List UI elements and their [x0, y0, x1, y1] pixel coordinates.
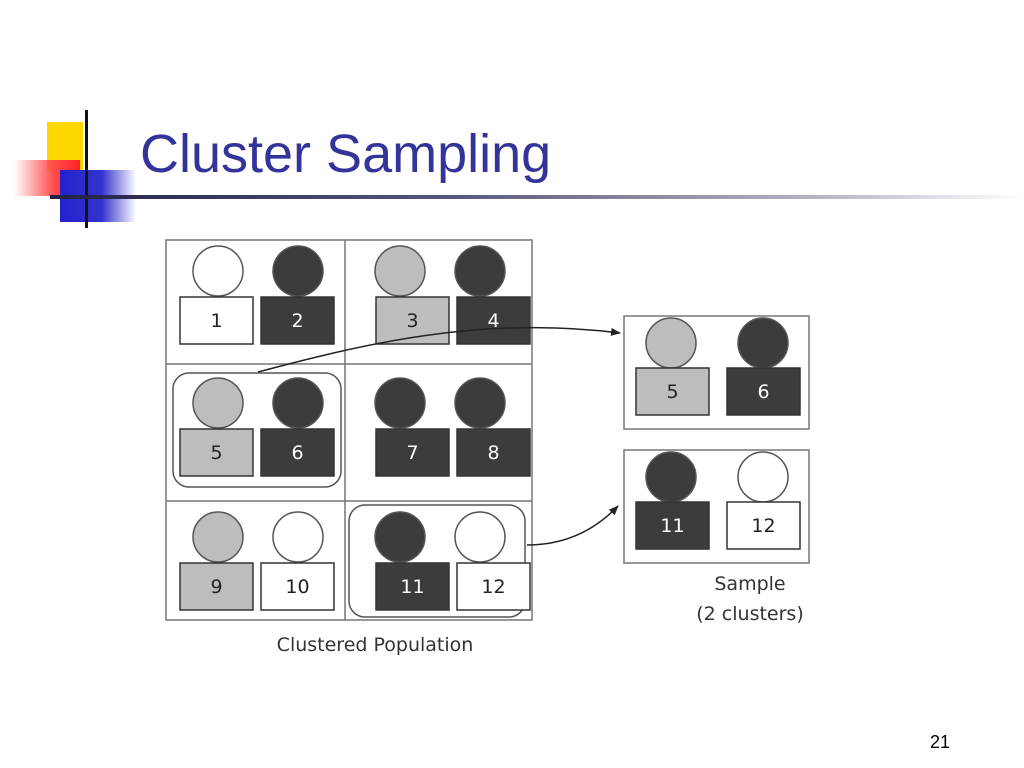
unit-circle-5 — [192, 377, 244, 429]
slide-title: Cluster Sampling — [140, 124, 552, 184]
unit-square-12 — [456, 562, 531, 611]
unit-label-11: 11 — [400, 576, 424, 598]
unit-circle-3 — [374, 245, 426, 297]
unit-circle-6 — [272, 377, 324, 429]
unit-square-4 — [456, 296, 531, 345]
unit-square-11 — [375, 562, 450, 611]
unit-circle-1 — [192, 245, 244, 297]
unit-circle-10 — [272, 511, 324, 563]
unit-label-12: 12 — [481, 576, 505, 598]
unit-circle-12 — [454, 511, 506, 563]
title-deco-vertical-line — [85, 110, 88, 228]
unit-label-3: 3 — [406, 310, 418, 332]
sample-box-1 — [623, 315, 810, 430]
unit-circle-4 — [454, 245, 506, 297]
unit-label-8: 8 — [487, 442, 499, 464]
sample-caption-line2: (2 clusters) — [696, 603, 804, 625]
unit-label-6: 6 — [757, 381, 769, 403]
unit-label-9: 9 — [210, 576, 222, 598]
unit-square-10 — [260, 562, 335, 611]
unit-square-12 — [726, 501, 801, 550]
sample-box-2 — [623, 449, 810, 564]
unit-circle-9 — [192, 511, 244, 563]
arrow-cluster-11-12-to-sample — [526, 505, 619, 546]
unit-circle-12 — [737, 451, 789, 503]
unit-label-10: 10 — [285, 576, 309, 598]
unit-label-2: 2 — [291, 310, 303, 332]
sample-caption-line1: Sample — [714, 573, 786, 595]
unit-label-6: 6 — [291, 442, 303, 464]
unit-square-9 — [179, 562, 254, 611]
unit-circle-8 — [454, 377, 506, 429]
arrow-cluster-5-6-to-sample — [257, 326, 621, 373]
unit-square-2 — [260, 296, 335, 345]
unit-circle-5 — [645, 317, 697, 369]
unit-label-1: 1 — [210, 310, 222, 332]
population-grid — [165, 239, 533, 621]
unit-label-5: 5 — [666, 381, 678, 403]
unit-square-5 — [635, 367, 710, 416]
unit-square-7 — [375, 428, 450, 477]
unit-label-4: 4 — [487, 310, 499, 332]
population-caption: Clustered Population — [276, 634, 474, 656]
unit-label-11: 11 — [660, 515, 684, 537]
selected-cluster-outline-5-6 — [172, 372, 342, 488]
selected-cluster-outline-11-12 — [348, 504, 526, 618]
unit-circle-11 — [374, 511, 426, 563]
unit-label-5: 5 — [210, 442, 222, 464]
unit-square-6 — [260, 428, 335, 477]
unit-label-7: 7 — [406, 442, 418, 464]
unit-circle-7 — [374, 377, 426, 429]
unit-square-1 — [179, 296, 254, 345]
unit-label-12: 12 — [751, 515, 775, 537]
unit-circle-11 — [645, 451, 697, 503]
unit-square-3 — [375, 296, 450, 345]
page-number: 21 — [930, 732, 951, 752]
unit-circle-2 — [272, 245, 324, 297]
unit-square-5 — [179, 428, 254, 477]
unit-circle-6 — [737, 317, 789, 369]
unit-square-6 — [726, 367, 801, 416]
unit-square-8 — [456, 428, 531, 477]
sample-units: 5 6 11 12 — [635, 317, 801, 550]
unit-square-11 — [635, 501, 710, 550]
title-underline — [50, 195, 1024, 199]
